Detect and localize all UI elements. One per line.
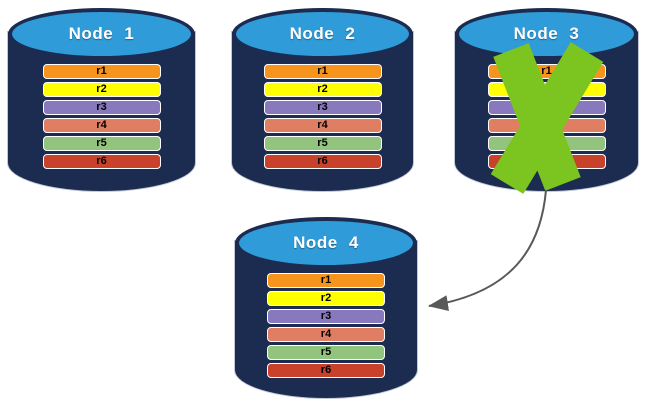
row-list: r1 r2 r3 r4 r5 r6 xyxy=(263,64,382,169)
cylinder-top: Node 2 xyxy=(232,8,413,60)
row-r4: r4 xyxy=(42,118,161,133)
node-title: Node 2 xyxy=(289,24,356,43)
row-r6: r6 xyxy=(42,154,161,169)
row-r5: r5 xyxy=(263,136,382,151)
failover-arrow xyxy=(428,189,547,311)
row-r3: r3 xyxy=(267,309,385,324)
row-r2: r2 xyxy=(487,82,606,97)
row-r2: r2 xyxy=(267,291,385,306)
row-r1: r1 xyxy=(263,64,382,79)
cylinder-top: Node 3 xyxy=(455,8,638,60)
row-list: r1 r2 r3 r4 r5 r6 xyxy=(42,64,161,169)
row-r4: r4 xyxy=(263,118,382,133)
row-r1: r1 xyxy=(42,64,161,79)
row-list: r1 r2 r3 r4 r5 r6 xyxy=(487,64,606,169)
row-r3: r3 xyxy=(263,100,382,115)
row-list: r1 r2 r3 r4 r5 r6 xyxy=(267,273,385,378)
node-cylinder-3: Node 3 r1 r2 r3 r4 r5 r6 xyxy=(455,8,638,191)
row-r4: r4 xyxy=(267,327,385,342)
node-title: Node 4 xyxy=(293,233,359,252)
node-cylinder-1: Node 1 r1 r2 r3 r4 r5 r6 xyxy=(8,8,195,191)
node-title: Node 3 xyxy=(513,24,580,43)
row-r1: r1 xyxy=(267,273,385,288)
row-r5: r5 xyxy=(487,136,606,151)
row-r3: r3 xyxy=(42,100,161,115)
row-r3: r3 xyxy=(487,100,606,115)
row-r6: r6 xyxy=(263,154,382,169)
row-r2: r2 xyxy=(42,82,161,97)
row-r5: r5 xyxy=(42,136,161,151)
node-title: Node 1 xyxy=(68,24,135,43)
row-r4: r4 xyxy=(487,118,606,133)
row-r1: r1 xyxy=(487,64,606,79)
row-r5: r5 xyxy=(267,345,385,360)
row-r2: r2 xyxy=(263,82,382,97)
row-r6: r6 xyxy=(487,154,606,169)
row-r6: r6 xyxy=(267,363,385,378)
cylinder-top: Node 4 xyxy=(235,217,417,269)
node-cylinder-4: Node 4 r1 r2 r3 r4 r5 r6 xyxy=(235,217,417,398)
node-cylinder-2: Node 2 r1 r2 r3 r4 r5 r6 xyxy=(232,8,413,191)
cylinder-top: Node 1 xyxy=(8,8,195,60)
